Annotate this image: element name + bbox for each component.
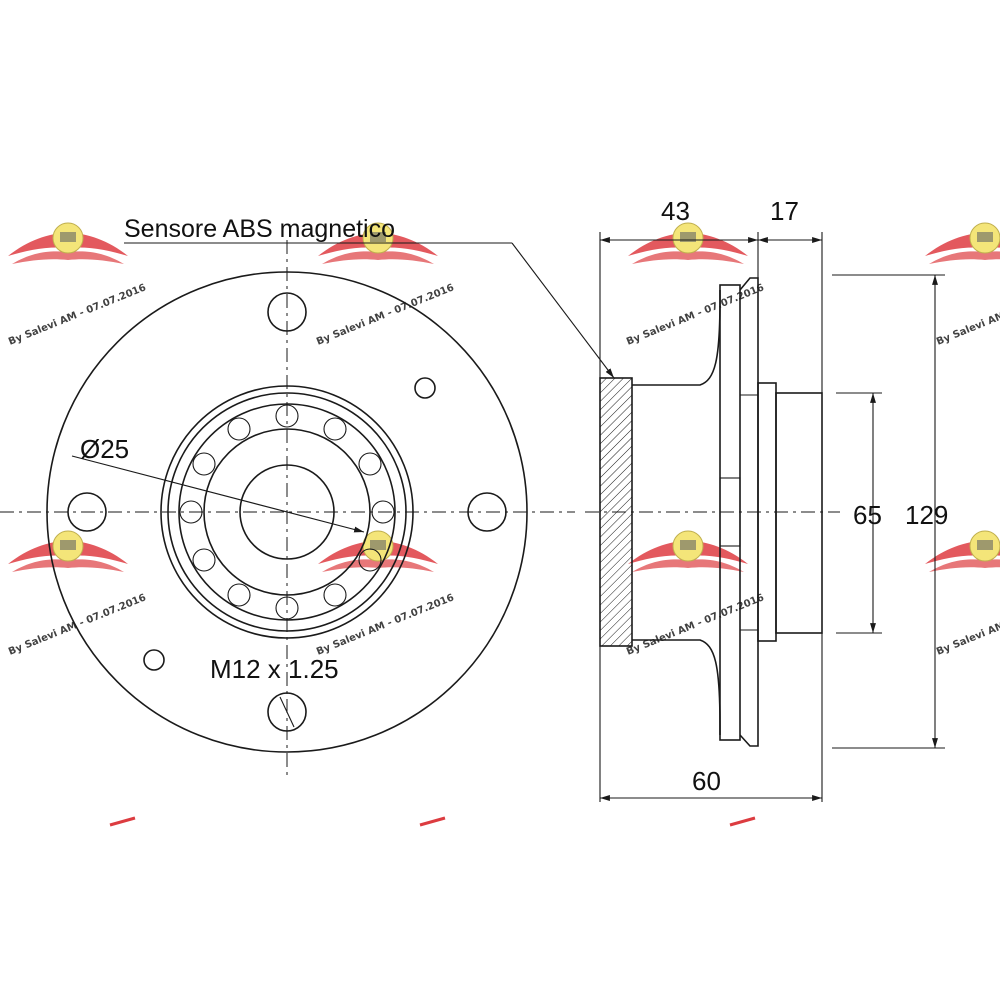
watermark-text: By Salevi AM - 07.07.2016 <box>625 282 766 347</box>
watermarks: By Salevi AM - 07.07.2016 By Salevi AM -… <box>7 222 1000 827</box>
bearing-inner-race <box>203 428 371 596</box>
dimensions: 43 17 60 65 129 <box>599 196 948 802</box>
thread-marker <box>279 696 295 728</box>
bore-leader-line <box>71 455 365 533</box>
sensor-leader-line <box>511 242 615 379</box>
front-view: Ø25 M12 x 1.25 <box>0 240 575 775</box>
hub-recess <box>719 477 741 547</box>
dimension-129: 129 <box>905 500 948 530</box>
side-view <box>585 277 840 747</box>
pilot-hole <box>143 649 165 671</box>
dimension-43: 43 <box>661 196 690 226</box>
bolt-hole-right <box>467 492 507 532</box>
hub-lower-profile <box>632 639 721 735</box>
watermark-text: By Salevi AM - 07.07.2016 <box>935 592 1000 657</box>
abs-sensor-label: Sensore ABS magnetico <box>124 215 395 243</box>
watermark-text: By Salevi AM - 07.07.2016 <box>7 282 148 347</box>
dimension-60: 60 <box>692 766 721 796</box>
dimension-65: 65 <box>853 500 882 530</box>
watermark-text: By Salevi AM - 07.07.2016 <box>7 592 148 657</box>
watermark-text: By Salevi AM - 07.07.2016 <box>315 592 456 657</box>
center-bore <box>239 464 335 560</box>
bore-diameter-label: Ø25 <box>80 434 129 464</box>
watermark-text: By Salevi AM - 07.07.2016 <box>935 282 1000 347</box>
centering-spigot <box>775 392 823 634</box>
bolt-hole-bottom <box>267 692 307 732</box>
thread-label: M12 x 1.25 <box>210 654 339 684</box>
watermark-text: By Salevi AM - 07.07.2016 <box>625 592 766 657</box>
bolt-hole-left <box>67 492 107 532</box>
bearing-cage-outer <box>178 403 396 621</box>
flange-outline <box>46 271 528 753</box>
rolling-elements <box>179 404 395 620</box>
dimension-17: 17 <box>770 196 799 226</box>
pilot-hole <box>414 377 436 399</box>
bolt-hole-top <box>267 292 307 332</box>
bearing-outer-ring-inner-edge <box>167 392 407 632</box>
abs-sensor-ring-section <box>599 377 633 647</box>
bearing-outer-ring <box>160 385 414 639</box>
